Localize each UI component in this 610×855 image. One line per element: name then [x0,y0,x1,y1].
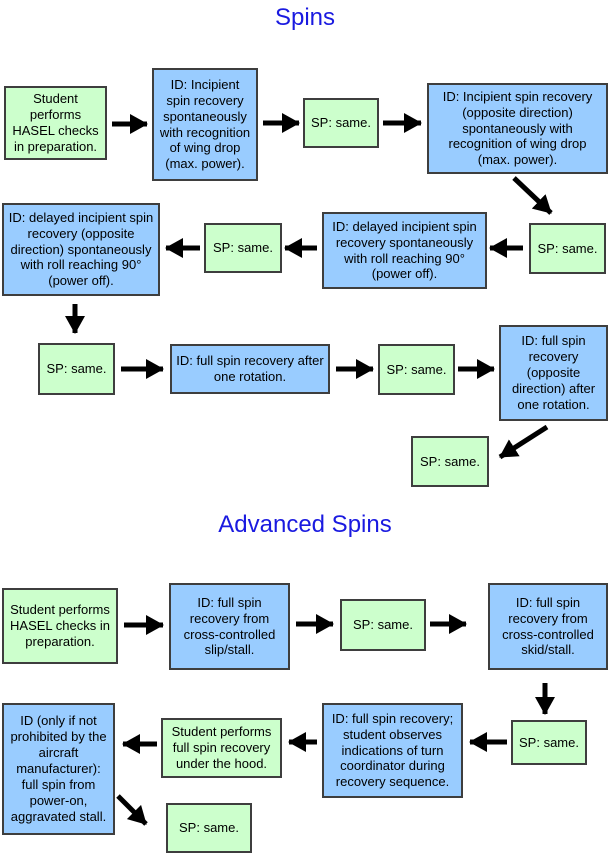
box-full-spin-skid-stall: ID: full spin recovery from cross-contro… [488,583,608,670]
arrow-diagonal-to-sp9 [116,794,148,826]
box-sp-same-8: SP: same. [511,720,587,765]
box-sp-same-3: SP: same. [204,223,282,273]
box-incipient-spin-recovery: ID: Incipient spin recovery spontaneousl… [152,68,258,181]
box-turn-coordinator-recovery: ID: full spin recovery; student observes… [322,703,463,798]
box-delayed-incipient-spin-recovery: ID: delayed incipient spin recovery spon… [322,212,487,289]
box-under-the-hood: Student performs full spin recovery unde… [161,718,282,778]
box-sp-same-2: SP: same. [529,223,606,274]
arrow-diagonal-to-sp6 [498,424,549,460]
box-sp-same-4: SP: same. [38,343,115,395]
box-full-spin-recovery-one-rotation: ID: full spin recovery after one rotatio… [170,344,330,394]
box-sp-same-5: SP: same. [378,344,455,395]
arrow-diagonal-to-sp2 [512,176,553,215]
box-sp-same-6: SP: same. [411,436,489,487]
section-title-advanced-spins: Advanced Spins [218,511,392,538]
section-title-spins: Spins [274,4,336,31]
box-hasel-checks: Student performs HASEL checks in prepara… [4,86,107,160]
box-delayed-incipient-spin-recovery-opposite: ID: delayed incipient spin recovery (opp… [2,203,160,296]
box-full-spin-recovery-opposite: ID: full spin recovery (opposite directi… [499,325,608,421]
box-sp-same-7: SP: same. [340,599,426,651]
box-full-spin-slip-stall: ID: full spin recovery from cross-contro… [169,583,290,670]
box-sp-same-1: SP: same. [303,98,379,148]
box-sp-same-9: SP: same. [166,803,252,853]
box-power-on-aggravated-stall: ID (only if not prohibited by the aircra… [2,703,115,835]
box-hasel-checks-advanced: Student performs HASEL checks in prepara… [2,588,118,664]
box-incipient-spin-recovery-opposite: ID: Incipient spin recovery (opposite di… [427,83,608,174]
